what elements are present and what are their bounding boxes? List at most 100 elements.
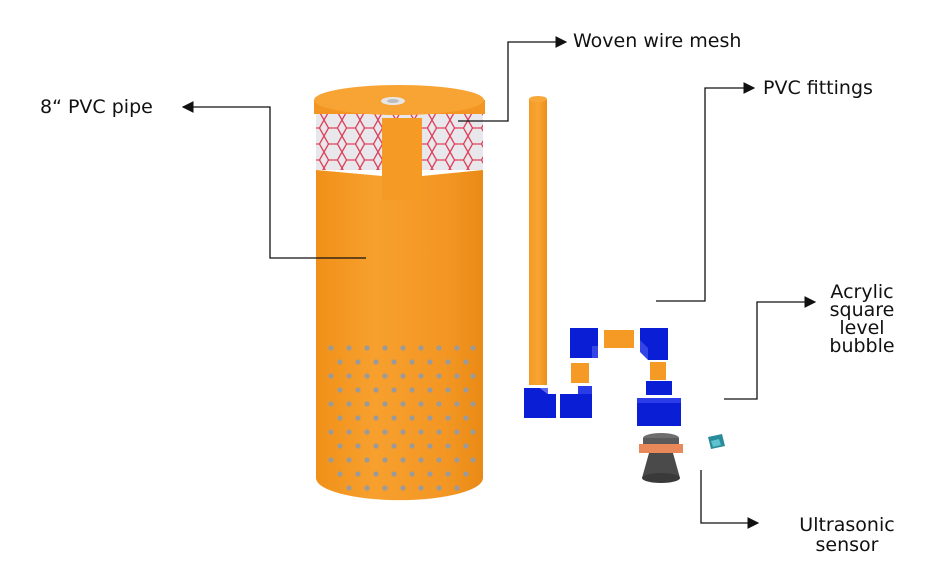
perforation-hole xyxy=(391,359,397,365)
perforation-hole xyxy=(436,345,442,351)
perforation-hole xyxy=(454,401,460,407)
perforation-hole xyxy=(454,457,460,463)
perforation-hole xyxy=(391,415,397,421)
perforation-hole xyxy=(346,457,352,463)
perforation-hole xyxy=(409,359,415,365)
fitting-elbow-bottom-right xyxy=(560,386,592,418)
perforation-hole xyxy=(391,443,397,449)
perforation-hole xyxy=(400,373,406,379)
perforation-hole xyxy=(445,471,451,477)
perforation-hole xyxy=(355,359,361,365)
perforation-hole xyxy=(463,359,469,365)
perforation-hole xyxy=(445,415,451,421)
cap-hole-inner xyxy=(387,99,399,103)
perforation-hole xyxy=(328,429,334,435)
perforation-hole xyxy=(436,429,442,435)
perforation-hole xyxy=(409,415,415,421)
perforation-hole xyxy=(427,443,433,449)
perforation-hole xyxy=(373,359,379,365)
perforation-hole xyxy=(337,415,343,421)
perforation-hole xyxy=(445,443,451,449)
perforation-hole xyxy=(436,457,442,463)
perforation-hole xyxy=(355,443,361,449)
perforation-hole xyxy=(400,429,406,435)
label-ultrasonic-sensor-line-2: sensor xyxy=(815,534,879,556)
perforation-hole xyxy=(463,387,469,393)
perforation-hole xyxy=(470,373,476,379)
perforation-hole xyxy=(328,401,334,407)
perforation-hole xyxy=(355,471,361,477)
pipe-slot-tab xyxy=(382,118,422,200)
label-level-bubble-line-2: square xyxy=(829,299,895,321)
perforation-hole xyxy=(364,373,370,379)
perforation-hole xyxy=(463,415,469,421)
perforation-hole xyxy=(337,471,343,477)
label-level-bubble-line-4: bubble xyxy=(829,335,895,357)
perforation-hole xyxy=(445,387,451,393)
perforation-hole xyxy=(364,401,370,407)
perforation-hole xyxy=(337,359,343,365)
perforation-hole xyxy=(418,429,424,435)
label-pvc-fittings: PVC fittings xyxy=(763,77,873,99)
acrylic-level-bubble xyxy=(708,434,725,449)
label-woven-wire-mesh: Woven wire mesh xyxy=(573,30,742,52)
fitting-elbow-top-left xyxy=(570,328,598,358)
leader-ultrasonic-sensor xyxy=(700,470,760,529)
fitting-coupling-vertical xyxy=(650,362,666,380)
label-ultrasonic-sensor-line-1: Ultrasonic xyxy=(799,514,895,536)
perforation-hole xyxy=(427,387,433,393)
perforation-hole xyxy=(391,471,397,477)
perforation-hole xyxy=(373,443,379,449)
perforation-hole xyxy=(337,387,343,393)
perforation-hole xyxy=(454,485,460,491)
pipe-perforations xyxy=(328,345,476,491)
perforation-hole xyxy=(418,345,424,351)
pvc-fittings-group xyxy=(524,328,681,426)
perforation-hole xyxy=(470,457,476,463)
leader-pvc-pipe xyxy=(181,101,366,259)
perforation-hole xyxy=(409,471,415,477)
perforation-hole xyxy=(355,387,361,393)
label-pvc-pipe: 8“ PVC pipe xyxy=(40,96,153,118)
fitting-coupling-small xyxy=(571,363,589,383)
leader-pvc-fittings xyxy=(656,82,756,302)
perforation-hole xyxy=(400,345,406,351)
perforation-hole xyxy=(418,457,424,463)
perforation-hole xyxy=(328,457,334,463)
pvc-rod xyxy=(529,96,547,385)
perforation-hole xyxy=(373,415,379,421)
fitting-coupling-horizontal xyxy=(604,330,634,348)
label-level-bubble-line-1: Acrylic xyxy=(830,281,894,303)
perforation-hole xyxy=(382,429,388,435)
perforation-hole xyxy=(382,457,388,463)
perforation-hole xyxy=(346,373,352,379)
perforation-hole xyxy=(463,443,469,449)
perforation-hole xyxy=(454,345,460,351)
perforation-hole xyxy=(346,401,352,407)
leader-wire-mesh xyxy=(458,36,568,122)
perforation-hole xyxy=(355,415,361,421)
fitting-reducer xyxy=(637,381,681,426)
perforation-hole xyxy=(470,345,476,351)
perforation-hole xyxy=(427,415,433,421)
perforation-hole xyxy=(418,485,424,491)
perforation-hole xyxy=(346,429,352,435)
fitting-elbow-top-right xyxy=(640,328,668,360)
perforation-hole xyxy=(400,457,406,463)
perforation-hole xyxy=(328,373,334,379)
perforation-hole xyxy=(364,345,370,351)
perforation-hole xyxy=(373,471,379,477)
label-level-bubble: Acrylic square level bubble xyxy=(812,281,912,357)
perforation-hole xyxy=(454,373,460,379)
sensor-ring xyxy=(639,444,683,453)
perforation-hole xyxy=(382,401,388,407)
perforation-hole xyxy=(436,373,442,379)
perforation-hole xyxy=(454,429,460,435)
perforation-hole xyxy=(436,485,442,491)
perforation-hole xyxy=(427,359,433,365)
perforation-hole xyxy=(400,401,406,407)
perforation-hole xyxy=(346,485,352,491)
perforation-hole xyxy=(364,457,370,463)
perforation-hole xyxy=(382,485,388,491)
